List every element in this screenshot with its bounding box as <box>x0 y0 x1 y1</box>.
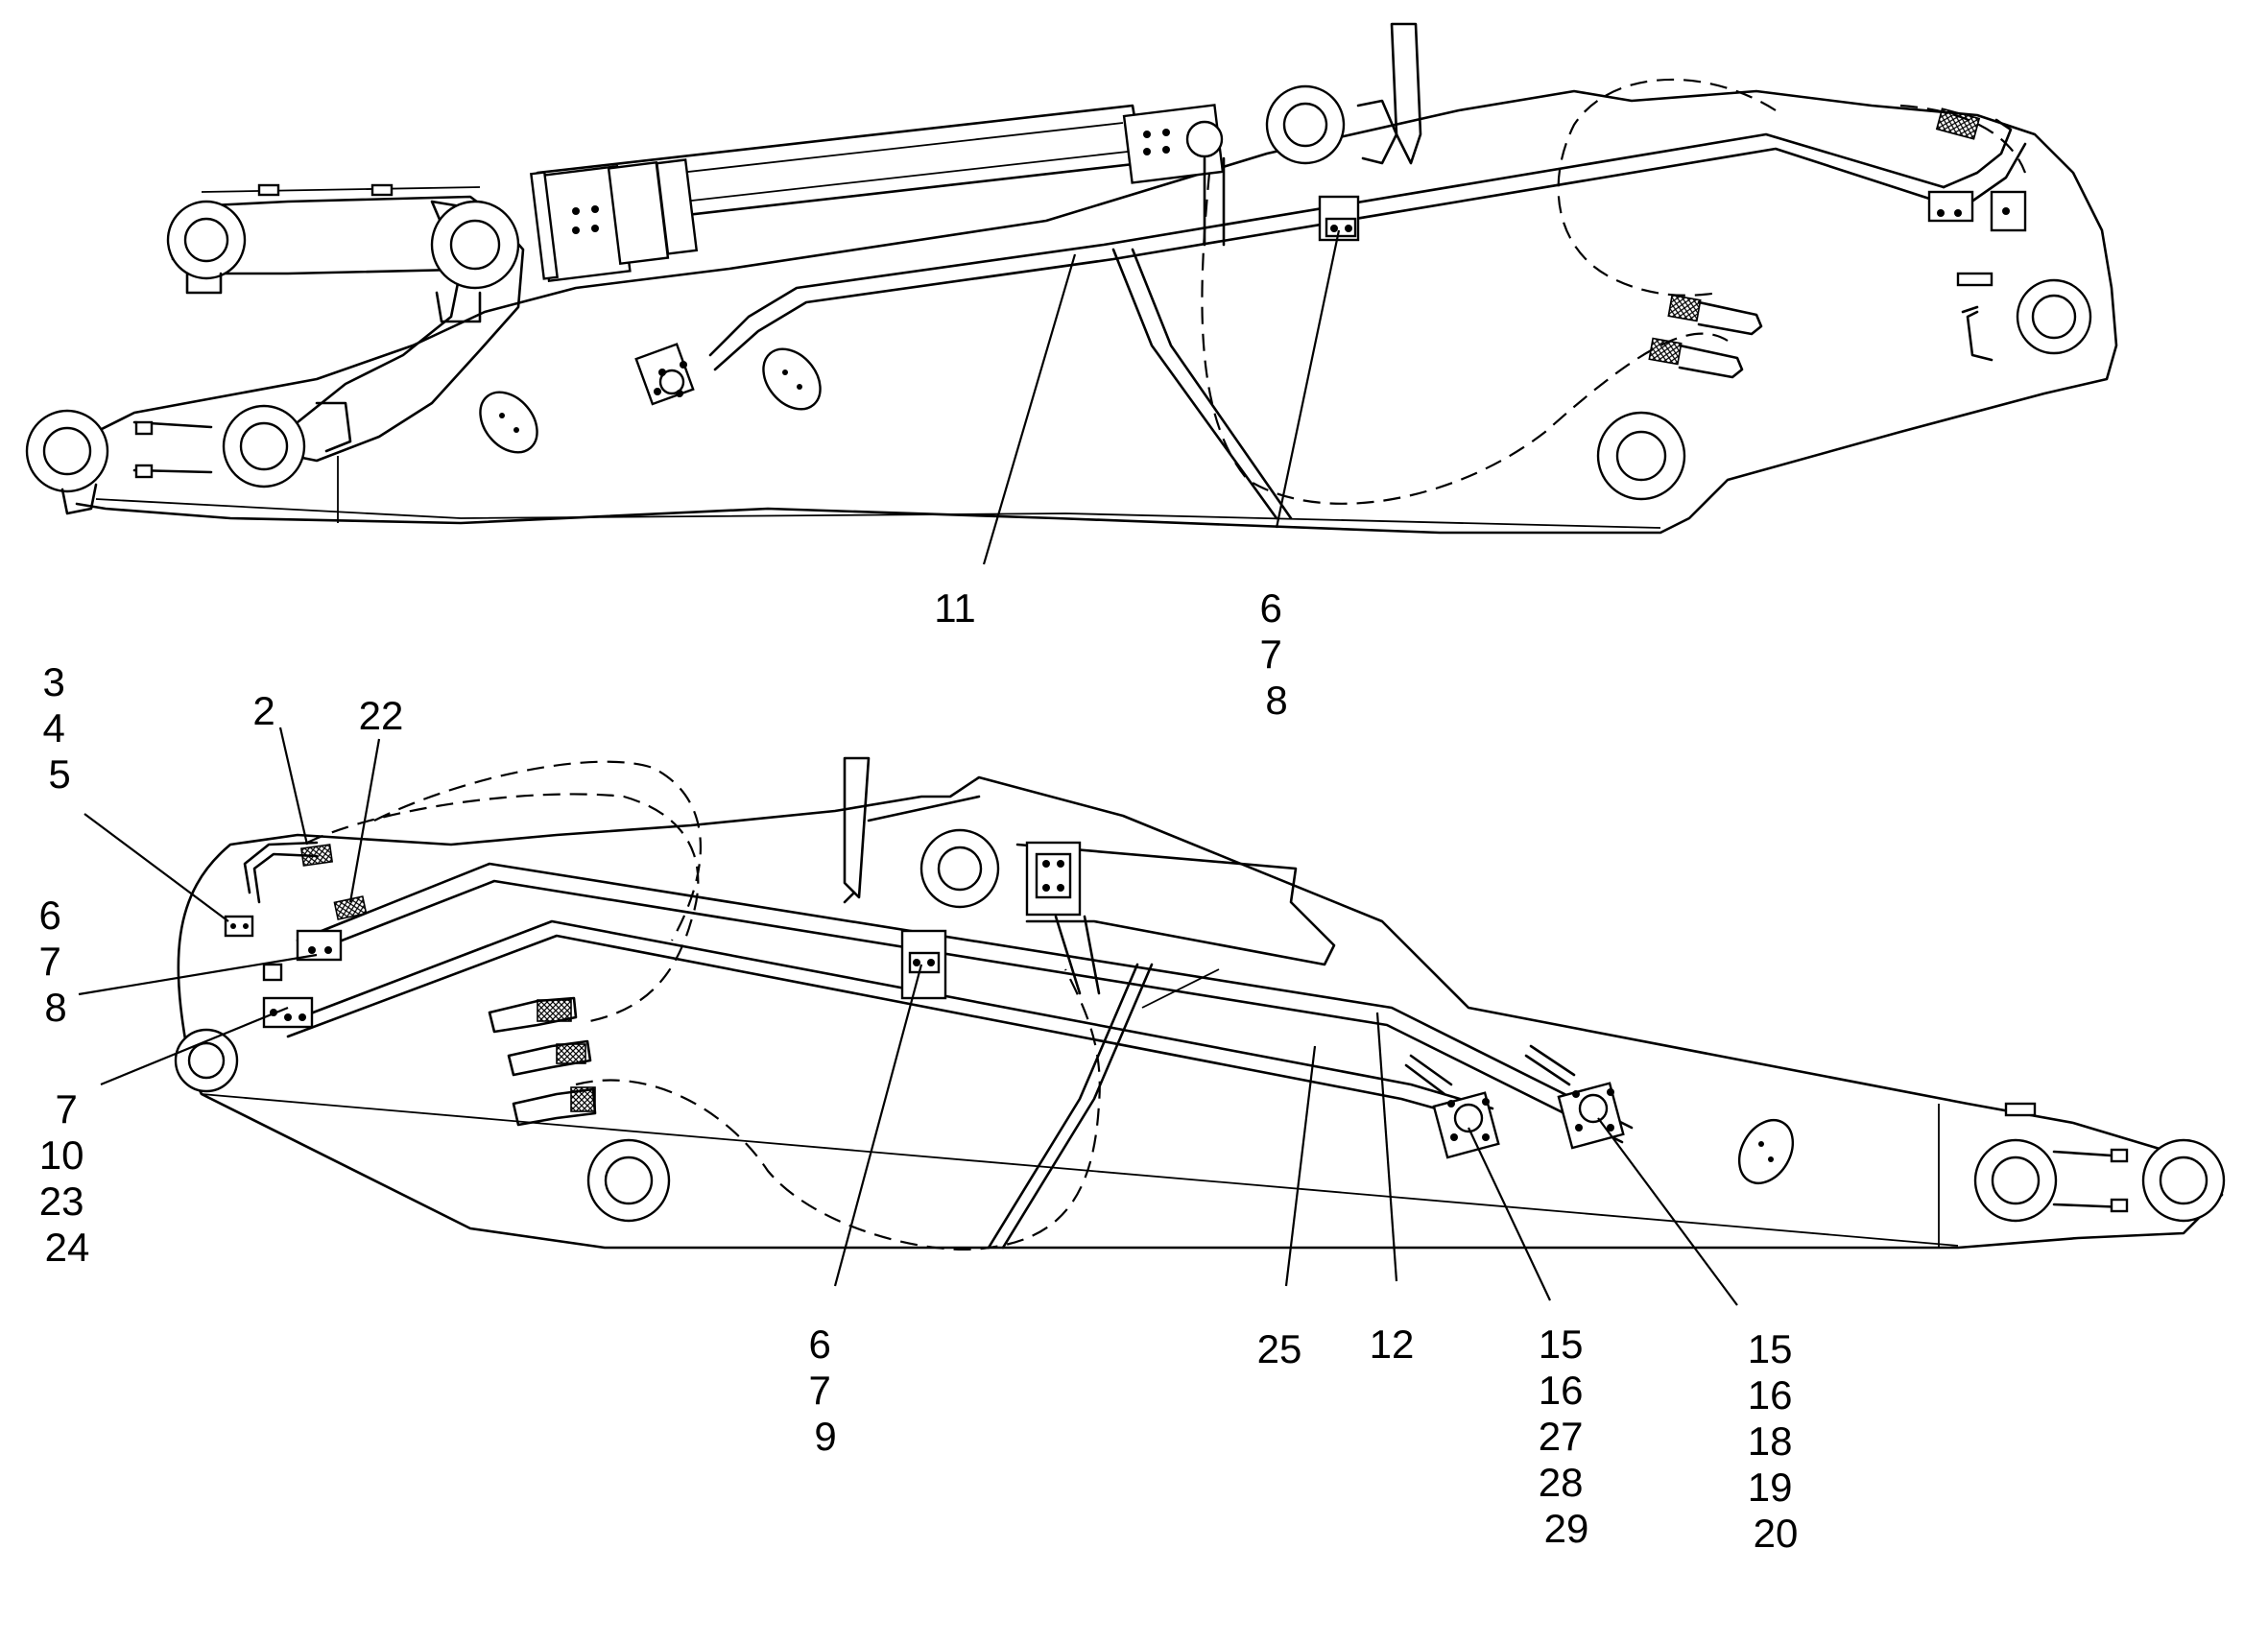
top-link-plate <box>267 200 525 463</box>
bottom-valve-block-1 <box>1404 1054 1500 1159</box>
bottom-pin-right-1 <box>1973 1138 2058 1223</box>
bottom-pin-left <box>174 1028 239 1093</box>
bottom-pointer-plate <box>843 756 871 899</box>
callout-7-10-23-24: 7 10 23 24 <box>39 1086 95 1270</box>
leader-6-7-8-left <box>78 953 318 996</box>
top-pointer-bracket <box>1356 99 1398 165</box>
callout-6-7-9: 6 7 9 <box>808 1322 842 1459</box>
top-pin-left-upper <box>166 200 247 295</box>
bottom-hydraulic-cylinder <box>1015 841 1336 995</box>
callout-labels: 11 6 7 8 3 4 5 2 22 6 7 8 7 10 23 24 <box>38 585 1803 1556</box>
bottom-boom-joint <box>1141 968 1220 1009</box>
leader-3-4-5 <box>84 813 229 922</box>
top-pin-link <box>222 401 352 488</box>
callout-3-4-5: 3 4 5 <box>42 659 76 797</box>
top-pin-middle <box>1265 84 1346 165</box>
callout-12: 12 <box>1370 1322 1415 1367</box>
bottom-pointer-edge <box>843 795 981 904</box>
callout-22: 22 <box>359 693 404 738</box>
top-boom-outline <box>56 89 2118 535</box>
bottom-pipes <box>243 841 1634 1250</box>
top-fitting-end-1 <box>1648 294 1763 379</box>
callout-15-16-18-19-20: 15 16 18 19 20 <box>1748 1326 1803 1556</box>
top-clamp-center <box>1318 195 1360 242</box>
callout-6-7-8-left: 6 7 8 <box>38 893 72 1030</box>
bottom-clamp-center <box>900 929 947 1000</box>
top-hydraulic-cylinder <box>530 104 1225 283</box>
top-hose-sleeve-right <box>1935 107 1981 140</box>
callout-2: 2 <box>252 688 275 733</box>
bottom-access-cover <box>1737 1119 1795 1184</box>
callout-15-16-27-28-29: 15 16 27 28 29 <box>1539 1322 1594 1551</box>
top-access-cover-2 <box>762 347 822 411</box>
top-boom-lower-edge <box>95 498 1661 529</box>
bottom-clamp-left-upper <box>224 915 254 938</box>
leader-6-7-8-top <box>1275 229 1341 529</box>
leader-22 <box>348 738 381 903</box>
callout-6-7-8-top: 6 7 8 <box>1259 585 1293 723</box>
top-link-top-edge <box>201 186 481 193</box>
bottom-pin-lower <box>586 1138 671 1223</box>
top-access-cover-1 <box>479 391 538 454</box>
top-pin-pivot <box>430 200 520 323</box>
top-pin-right <box>1956 272 2092 362</box>
top-clamp-right <box>1927 190 2027 232</box>
bottom-boom-lower-edge <box>201 1093 1959 1247</box>
bottom-boom-outline <box>177 775 2224 1250</box>
leader-7-10-23-24 <box>100 1006 289 1086</box>
leader-15-16-18-19-20 <box>1597 1117 1738 1306</box>
leader-12 <box>1375 1012 1398 1282</box>
top-pin-left-lower <box>25 409 213 515</box>
leader-15-16-27-28-29 <box>1468 1127 1551 1301</box>
top-pointer-plate <box>1390 22 1422 165</box>
top-link-tab-2 <box>370 183 394 197</box>
bottom-clamp-left-lower <box>262 963 314 1029</box>
top-pin-bottom <box>1596 411 1686 501</box>
bottom-boom-view <box>78 727 2226 1306</box>
top-hose-loop-dashed <box>1201 78 2027 505</box>
callout-25: 25 <box>1257 1326 1302 1371</box>
leader-11 <box>982 253 1077 565</box>
top-boom-view <box>25 22 2118 565</box>
leader-2 <box>278 727 309 846</box>
callout-11: 11 <box>934 585 976 631</box>
leader-25 <box>1284 1045 1317 1287</box>
top-link-tab-1 <box>257 183 280 197</box>
bottom-clamp-left-mid <box>296 929 343 962</box>
leader-6-7-9 <box>833 964 923 1287</box>
bottom-pin-right-2 <box>2004 1102 2226 1223</box>
top-valve-block <box>634 343 695 406</box>
top-pipes <box>708 118 2027 520</box>
bottom-hose-sleeve-2 <box>299 844 334 867</box>
bottom-hose-sleeve-22 <box>333 895 368 920</box>
bottom-pin-upper-left <box>919 828 1000 909</box>
bottom-hose-loop-dashed <box>306 760 1101 1251</box>
bottom-fitting-ends <box>488 996 597 1127</box>
